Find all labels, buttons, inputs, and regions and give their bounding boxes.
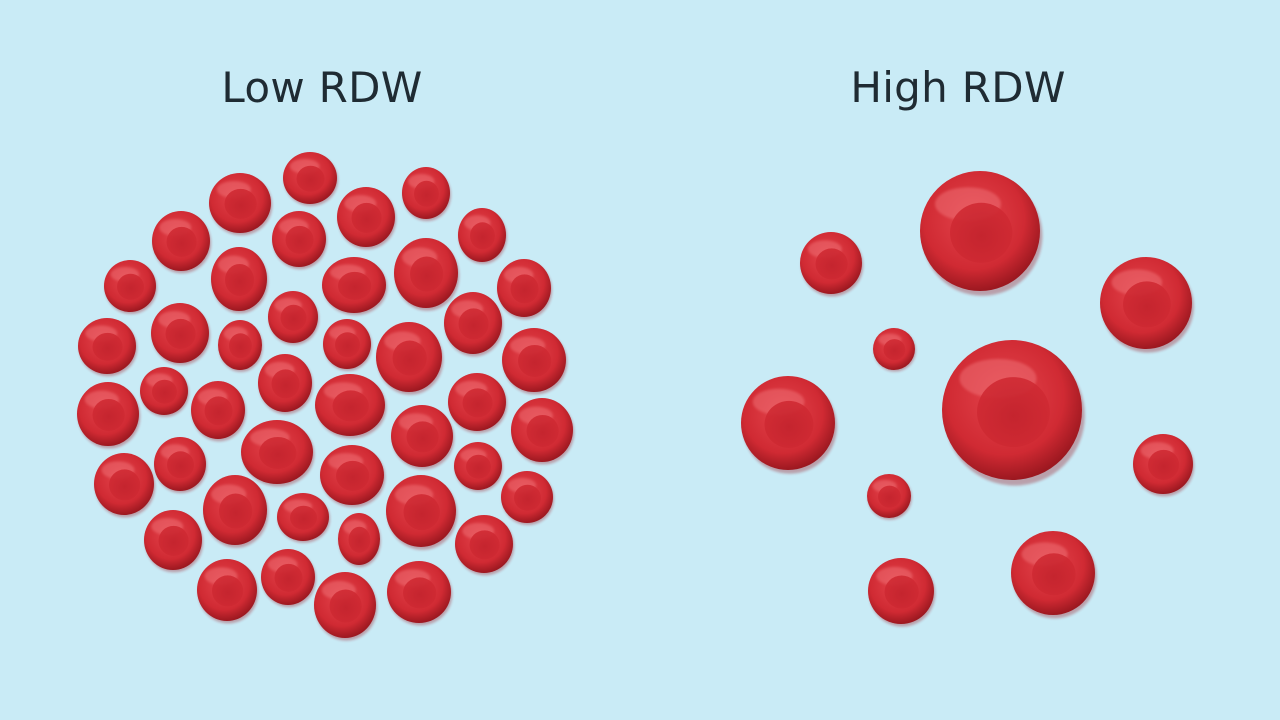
red-blood-cell: [241, 420, 315, 487]
red-blood-cell: [873, 328, 916, 372]
red-blood-cell: [77, 382, 141, 449]
red-blood-cell: [151, 303, 211, 366]
red-blood-cell: [272, 211, 328, 270]
high-rdw-title: High RDW: [850, 63, 1066, 112]
red-blood-cell: [314, 572, 378, 641]
red-blood-cell: [104, 260, 158, 315]
red-blood-cell: [867, 474, 912, 520]
red-blood-cell: [386, 475, 458, 550]
red-blood-cell: [203, 475, 269, 548]
red-blood-cell: [320, 445, 386, 508]
high-rdw-cell-scatter: [741, 171, 1195, 627]
red-blood-cell: [455, 515, 515, 576]
red-blood-cell: [277, 493, 331, 543]
red-blood-cell: [458, 208, 507, 265]
red-blood-cell: [394, 238, 460, 311]
red-blood-cell: [391, 405, 455, 470]
red-blood-cell: [268, 291, 319, 346]
red-blood-cell: [154, 437, 208, 494]
red-blood-cell: [94, 453, 156, 518]
red-blood-cell: [920, 171, 1043, 296]
red-blood-cell: [140, 367, 189, 417]
red-blood-cell: [868, 558, 936, 627]
red-blood-cell: [337, 187, 397, 250]
low-rdw-title: Low RDW: [221, 63, 423, 112]
red-blood-cell: [261, 549, 317, 608]
red-blood-cell: [502, 328, 568, 395]
red-blood-cell: [152, 211, 212, 274]
red-blood-cell: [197, 559, 259, 624]
red-blood-cell: [448, 373, 508, 434]
red-blood-cell: [144, 510, 204, 573]
red-blood-cell: [258, 354, 314, 415]
red-blood-cell: [376, 322, 444, 395]
red-blood-cell: [387, 561, 453, 626]
red-blood-cell: [501, 471, 555, 526]
red-blood-cell: [800, 232, 864, 297]
red-blood-cell: [511, 398, 575, 465]
red-blood-cell: [497, 259, 553, 320]
red-blood-cell: [1100, 257, 1194, 353]
red-blood-cell: [942, 340, 1085, 486]
red-blood-cell: [338, 513, 381, 568]
red-blood-cell: [218, 320, 263, 372]
red-blood-cell: [315, 374, 387, 439]
red-blood-cell: [1011, 531, 1097, 619]
red-blood-cell: [283, 152, 339, 207]
red-blood-cell: [211, 247, 269, 314]
red-blood-cell: [191, 381, 247, 442]
red-blood-cell: [1133, 434, 1195, 497]
red-blood-cell: [78, 318, 138, 377]
red-blood-cell: [323, 319, 372, 371]
red-blood-cell: [322, 257, 388, 316]
red-blood-cell: [741, 376, 837, 474]
red-blood-cell: [209, 173, 273, 236]
red-blood-cell: [402, 167, 451, 222]
red-blood-cell: [444, 292, 504, 357]
low-rdw-cell-cluster: [77, 152, 575, 641]
red-blood-cell: [454, 442, 503, 492]
